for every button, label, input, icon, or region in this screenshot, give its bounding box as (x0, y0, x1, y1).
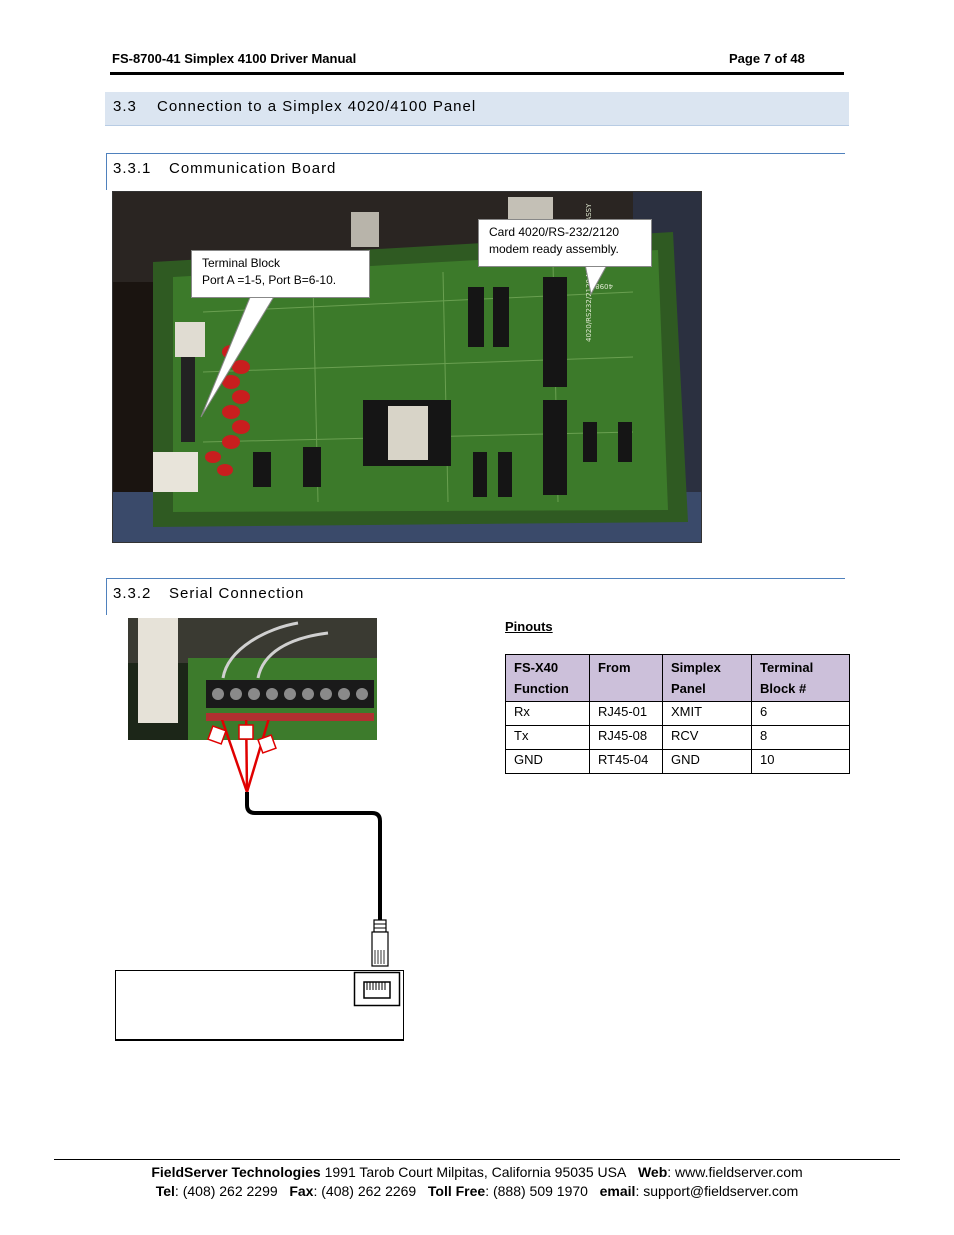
section-3-3-1-heading: 3.3.1 Communication Board (106, 153, 845, 190)
table-row: GND RT45-04 GND 10 (505, 749, 850, 774)
serial-terminal-photo (128, 618, 377, 740)
table-row: Tx RJ45-08 RCV 8 (505, 725, 850, 750)
header-rule (110, 72, 844, 75)
section-number: 3.3 (113, 98, 137, 115)
communication-board-photo: 4020/RS232/2120 MODEM READY ASSY 4098 Ca… (112, 191, 702, 543)
callout-line: Port A =1-5, Port B=6-10. (202, 273, 337, 287)
section-number: 3.3.1 (113, 160, 152, 177)
footer-fax: (408) 262 2269 (321, 1183, 417, 1199)
footer-tollfree-label: Toll Free (427, 1183, 486, 1199)
column-header: From (589, 654, 663, 702)
table-cell: 6 (751, 701, 850, 726)
footer-line-2: Tel: (408) 262 2299 Fax: (408) 262 2269 … (155, 1183, 799, 1199)
section-title: Serial Connection (169, 585, 305, 602)
page-number: Page 7 of 48 (729, 51, 805, 66)
section-title: Communication Board (169, 160, 337, 177)
table-cell: RJ45-08 (589, 725, 663, 750)
table-cell: GND (505, 749, 590, 774)
footer-address: 1991 Tarob Court Milpitas, California 95… (324, 1164, 627, 1180)
table-row: Rx RJ45-01 XMIT 6 (505, 701, 850, 726)
cable-diagram (110, 702, 410, 1050)
section-number: 3.3.2 (113, 585, 152, 602)
footer-line-1: FieldServer Technologies 1991 Tarob Cour… (151, 1164, 803, 1180)
footer-tollfree: (888) 509 1970 (492, 1183, 588, 1199)
section-title: Connection to a Simplex 4020/4100 Panel (157, 98, 477, 115)
terminal-illustration (128, 618, 377, 740)
table-cell: Tx (505, 725, 590, 750)
callout-card: Card 4020/RS-232/2120 modem ready assemb… (478, 219, 652, 267)
table-cell: 10 (751, 749, 850, 774)
footer-web-label: Web (637, 1164, 668, 1180)
callout-line: modem ready assembly. (489, 242, 619, 256)
table-cell: RJ45-01 (589, 701, 663, 726)
footer-company: FieldServer Technologies (151, 1164, 321, 1180)
table-cell: GND (662, 749, 752, 774)
table-cell: RT45-04 (589, 749, 663, 774)
footer-tel-label: Tel (155, 1183, 175, 1199)
footer-rule (54, 1159, 900, 1160)
section-3-3-2-heading: 3.3.2 Serial Connection (106, 578, 845, 615)
table-cell: RCV (662, 725, 752, 750)
footer-email-label: email (599, 1183, 636, 1199)
footer-tel: (408) 262 2299 (182, 1183, 278, 1199)
callout-terminal-block: Terminal Block Port A =1-5, Port B=6-10. (191, 250, 370, 298)
manual-title: FS-8700-41 Simplex 4100 Driver Manual (112, 51, 357, 66)
callout-line: Card 4020/RS-232/2120 (489, 225, 620, 239)
footer-web-link[interactable]: www.fieldserver.com (675, 1164, 803, 1180)
footer-fax-label: Fax (289, 1183, 314, 1199)
table-cell: Rx (505, 701, 590, 726)
pinouts-label: Pinouts (505, 619, 553, 634)
table-cell: 8 (751, 725, 850, 750)
cable-drawing (115, 702, 404, 1041)
table-cell: XMIT (662, 701, 752, 726)
callout-line: Terminal Block (202, 256, 281, 270)
board-chip-label: 4098 (595, 282, 613, 290)
footer-email-link[interactable]: support@fieldserver.com (643, 1183, 799, 1199)
section-3-3-heading: 3.3 Connection to a Simplex 4020/4100 Pa… (105, 92, 849, 126)
